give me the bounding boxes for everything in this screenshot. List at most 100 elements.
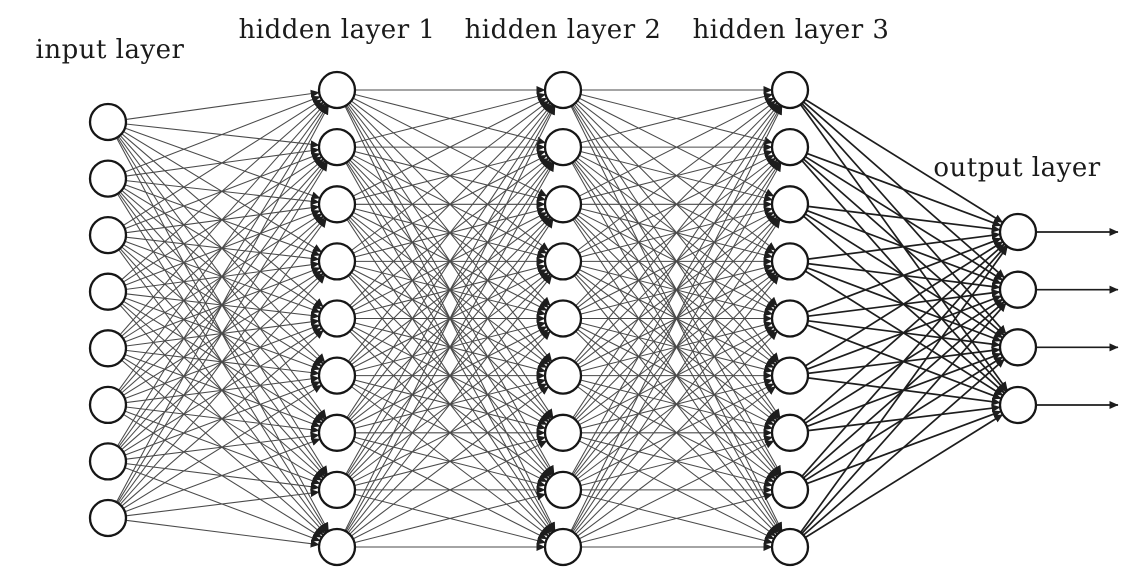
node-output-1 xyxy=(998,270,1038,309)
node-input-5 xyxy=(88,385,128,425)
edge-hidden2-3-to-hidden3-0 xyxy=(577,100,776,251)
node-hidden3-1 xyxy=(770,127,810,167)
edge-input-0-to-hidden1-0 xyxy=(125,89,320,121)
edge-hidden2-8-to-hidden3-0 xyxy=(570,105,783,532)
layer-label-hidden2: hidden layer 2 xyxy=(464,15,662,45)
node-hidden1-3 xyxy=(317,242,357,281)
edge-input-7-to-hidden1-6 xyxy=(124,438,321,513)
node-hidden1-6 xyxy=(317,413,357,452)
edge-input-4-to-hidden1-0 xyxy=(119,103,326,336)
edge-hidden1-8-to-hidden2-7 xyxy=(354,492,546,544)
edge-input-7-to-hidden1-7 xyxy=(125,489,320,517)
edge-hidden1-8-to-hidden2-3 xyxy=(347,275,553,534)
edge-hidden1-8-to-hidden2-1 xyxy=(345,162,555,532)
node-input-6 xyxy=(88,442,128,481)
edge-hidden3-8-to-output-0 xyxy=(799,246,1009,533)
edge-input-3-to-hidden1-0 xyxy=(121,101,324,281)
node-input-0 xyxy=(88,102,128,142)
edge-hidden3-8-to-output-1 xyxy=(801,302,1007,535)
node-hidden2-2 xyxy=(543,185,583,224)
edge-hidden1-8-to-hidden2-5 xyxy=(350,386,550,537)
edge-hidden2-7-to-hidden3-0 xyxy=(571,105,782,475)
layer-label-hidden3: hidden layer 3 xyxy=(692,15,890,45)
node-hidden3-7 xyxy=(770,470,810,510)
edge-hidden3-0-to-output-0 xyxy=(804,98,1004,224)
node-input-7 xyxy=(88,498,128,538)
node-hidden3-3 xyxy=(770,242,810,281)
edge-hidden3-6-to-output-0 xyxy=(802,243,1006,422)
edges-group xyxy=(116,86,1009,551)
edge-input-5-to-hidden1-0 xyxy=(118,104,327,391)
node-hidden2-4 xyxy=(543,299,583,338)
edge-input-7-to-hidden1-4 xyxy=(121,329,324,507)
node-hidden2-8 xyxy=(543,527,583,567)
edge-hidden1-2-to-hidden2-0 xyxy=(352,97,548,197)
node-hidden2-5 xyxy=(543,356,583,395)
edge-hidden1-5-to-hidden2-0 xyxy=(347,103,553,362)
edge-hidden3-8-to-output-3 xyxy=(804,413,1004,539)
edge-hidden2-5-to-hidden3-0 xyxy=(573,103,780,362)
edge-input-6-to-hidden1-0 xyxy=(116,104,329,447)
edge-hidden3-8-to-output-2 xyxy=(802,358,1006,536)
node-hidden3-2 xyxy=(770,185,810,224)
node-input-3 xyxy=(88,272,128,311)
edge-input-7-to-hidden1-1 xyxy=(117,161,328,503)
layer-label-output: output layer xyxy=(933,153,1101,183)
edge-hidden1-8-to-hidden2-4 xyxy=(349,330,551,535)
edge-hidden1-1-to-hidden2-0 xyxy=(354,92,546,144)
edge-hidden1-8-to-hidden2-6 xyxy=(352,440,548,540)
edge-hidden1-7-to-hidden2-0 xyxy=(345,105,555,475)
edge-hidden1-3-to-hidden2-0 xyxy=(350,100,550,251)
edge-hidden3-7-to-output-0 xyxy=(801,244,1007,477)
edge-hidden1-6-to-hidden2-0 xyxy=(346,104,554,418)
node-hidden3-4 xyxy=(770,299,810,338)
node-output-0 xyxy=(998,212,1038,252)
node-output-2 xyxy=(998,328,1038,367)
node-hidden3-8 xyxy=(770,527,810,567)
edge-hidden2-8-to-hidden3-6 xyxy=(578,440,775,540)
edge-hidden2-4-to-hidden3-0 xyxy=(575,102,778,307)
node-hidden3-0 xyxy=(770,70,810,110)
nodes-group xyxy=(88,70,1038,567)
edge-hidden2-8-to-hidden3-7 xyxy=(580,492,773,544)
edge-input-1-to-hidden1-0 xyxy=(124,95,321,173)
edge-hidden2-8-to-hidden3-3 xyxy=(573,275,780,534)
edge-hidden2-8-to-hidden3-2 xyxy=(572,218,781,533)
node-hidden1-8 xyxy=(317,527,357,567)
node-hidden1-0 xyxy=(317,70,357,110)
node-hidden2-3 xyxy=(543,242,583,281)
node-hidden3-6 xyxy=(770,413,810,452)
edge-hidden1-4-to-hidden2-0 xyxy=(349,102,551,307)
edge-hidden2-6-to-hidden3-0 xyxy=(572,104,781,418)
edge-hidden2-8-to-hidden3-5 xyxy=(577,386,776,537)
edge-hidden1-8-to-hidden2-0 xyxy=(344,105,556,532)
edge-hidden2-8-to-hidden3-1 xyxy=(571,162,782,532)
node-hidden2-6 xyxy=(543,413,583,452)
node-hidden2-7 xyxy=(543,470,583,510)
edge-input-7-to-hidden1-3 xyxy=(119,274,326,505)
edge-hidden3-4-to-output-0 xyxy=(806,237,1002,313)
node-input-2 xyxy=(88,215,128,255)
node-hidden2-0 xyxy=(543,70,583,110)
edge-input-7-to-hidden1-0 xyxy=(116,105,329,503)
node-output-3 xyxy=(998,385,1038,425)
edge-input-7-to-hidden1-2 xyxy=(118,218,327,504)
edge-input-7-to-hidden1-5 xyxy=(123,384,323,509)
node-input-4 xyxy=(88,329,128,368)
layer-label-hidden1: hidden layer 1 xyxy=(238,15,436,45)
edge-hidden1-8-to-hidden2-2 xyxy=(346,218,554,533)
node-input-1 xyxy=(88,159,128,198)
node-hidden3-5 xyxy=(770,356,810,395)
node-hidden2-1 xyxy=(543,127,583,167)
node-hidden1-5 xyxy=(317,356,357,395)
node-hidden1-7 xyxy=(317,470,357,510)
edge-hidden3-2-to-output-0 xyxy=(807,205,1001,233)
edge-hidden3-1-to-output-0 xyxy=(806,152,1002,227)
edge-hidden2-8-to-hidden3-4 xyxy=(575,330,778,535)
node-hidden1-2 xyxy=(317,185,357,224)
layer-label-input: input layer xyxy=(35,35,185,65)
node-hidden1-4 xyxy=(317,299,357,338)
edge-input-2-to-hidden1-0 xyxy=(122,99,323,226)
